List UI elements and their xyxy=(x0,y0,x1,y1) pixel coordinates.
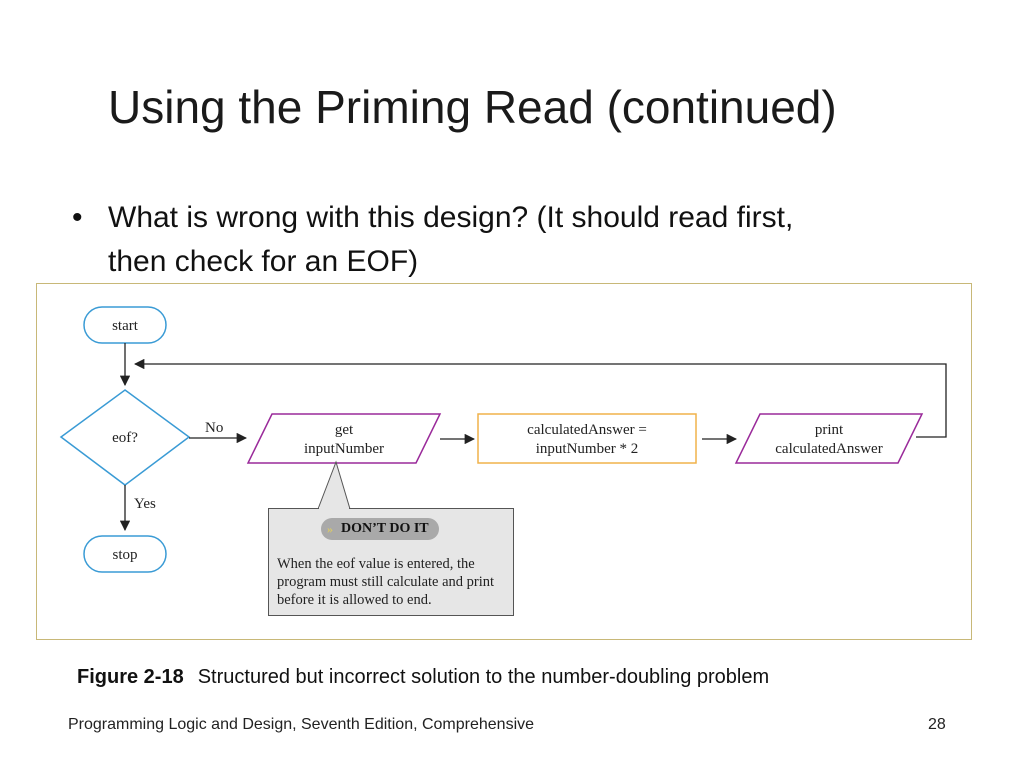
page-number: 28 xyxy=(928,716,946,733)
callout-pointer-join xyxy=(319,507,349,510)
loop-back-connector xyxy=(133,358,947,438)
callout-pointer xyxy=(317,460,351,510)
get-label-line1: get xyxy=(335,422,354,438)
start-label: start xyxy=(112,318,139,334)
bullet-dot: • xyxy=(72,201,83,234)
calc-process-box xyxy=(477,413,697,464)
yes-label: Yes xyxy=(134,496,156,512)
bullet-text-line1: What is wrong with this design? (It shou… xyxy=(108,201,794,234)
stop-label: stop xyxy=(112,547,137,563)
badge-label: DON’T DO IT xyxy=(341,521,429,536)
figure-caption-text: Structured but incorrect solution to the… xyxy=(197,666,770,688)
print-label-line2: calculatedAnswer xyxy=(775,441,882,457)
calc-label-line1: calculatedAnswer = xyxy=(527,422,647,438)
callout-text: When the eof value is entered, the progr… xyxy=(277,556,495,608)
figure-label: Figure 2-18 xyxy=(77,666,184,688)
dont-do-it-badge: » DON’T DO IT xyxy=(321,518,439,540)
bullet-item: • What is wrong with this design? (It sh… xyxy=(72,196,992,284)
bullet-list: • What is wrong with this design? (It sh… xyxy=(72,196,992,284)
calc-label-line2: inputNumber * 2 xyxy=(536,441,639,457)
get-input-parallelogram xyxy=(246,413,442,464)
print-output-parallelogram xyxy=(734,413,924,464)
chevron-icon: » xyxy=(327,522,333,536)
slide-title: Using the Priming Read (continued) xyxy=(108,81,837,133)
dont-do-it-callout: » DON’T DO IT When the eof value is ente… xyxy=(268,508,514,616)
footer-course: Programming Logic and Design, Seventh Ed… xyxy=(68,716,535,733)
no-label: No xyxy=(205,420,223,436)
stop-terminal xyxy=(83,535,167,573)
get-label-line2: inputNumber xyxy=(304,441,384,457)
print-label-line1: print xyxy=(815,422,844,438)
bullet-text-line2: then check for an EOF) xyxy=(108,245,419,278)
decision-label: eof? xyxy=(112,430,138,446)
figure-caption: Figure 2-18 Structured but incorrect solu… xyxy=(77,666,769,689)
